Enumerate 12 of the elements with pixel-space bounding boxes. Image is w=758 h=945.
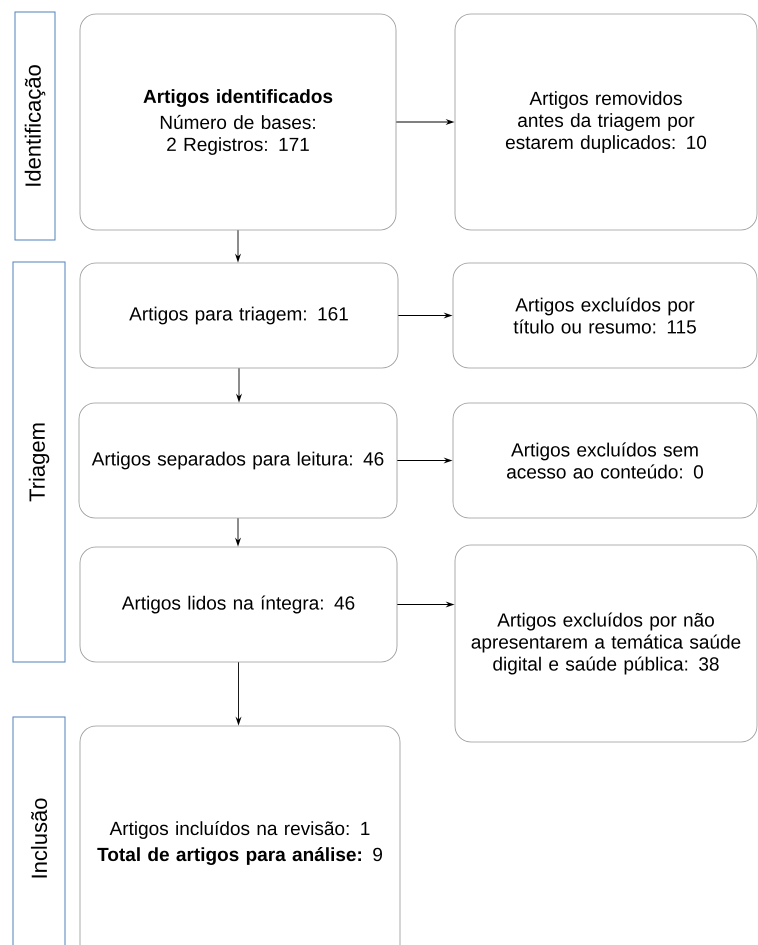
process-box: Artigos removidos antes da triagem por estarem duplicados: 10	[454, 14, 758, 230]
stage-band: Triagem	[12, 262, 66, 662]
process-box: Artigos excluídos por não apresentarem a temática saúde digital e saúde pública: 38	[454, 544, 758, 742]
stage-band: Inclusão	[12, 716, 66, 945]
process-box: Artigos lidos na íntegra: 46	[80, 546, 398, 662]
process-box: Artigos separados para leitura: 46	[78, 402, 398, 518]
process-box: Artigos identificados Número de bases: 2 Registros: 171	[80, 14, 396, 230]
process-box: Artigos para triagem: 161	[80, 262, 398, 368]
stage-band: Identificação	[14, 12, 56, 240]
process-box: Artigos incluídos na revisão: 1 Total de artigos para análise: 9	[80, 726, 400, 945]
process-box: Artigos excluídos por título ou resumo: 115	[452, 262, 758, 368]
process-box: Artigos excluídos sem acesso ao conteúdo: 0	[452, 402, 758, 518]
